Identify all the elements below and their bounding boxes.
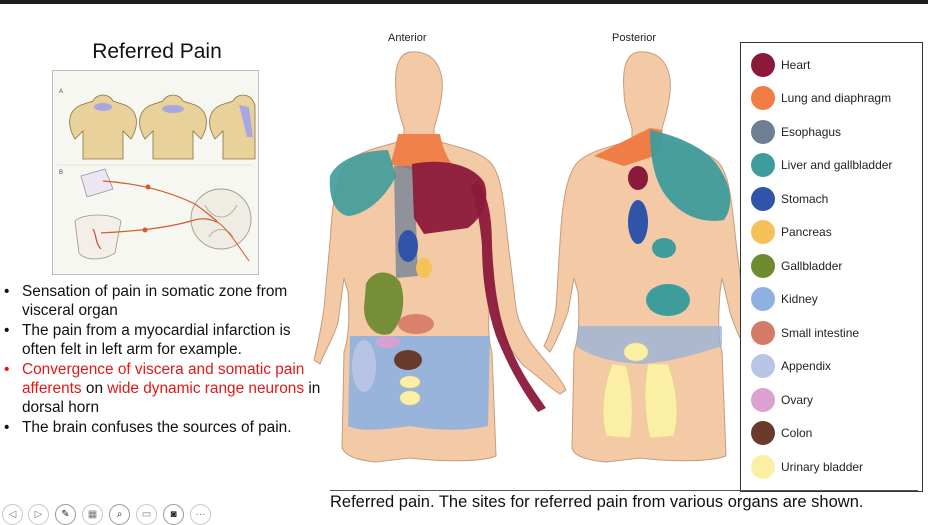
bullet-item: •Sensation of pain in somatic zone from … — [4, 283, 288, 319]
legend-item-colon: Colon — [751, 421, 921, 447]
legend-item-esophagus: Esophagus — [751, 120, 921, 146]
posterior-body — [543, 51, 742, 463]
organ-legend: Heart Lung and diaphragm Esophagus Liver… — [740, 42, 923, 492]
legend-swatch — [751, 455, 775, 479]
window-top-bar — [0, 0, 928, 4]
subtitles-button[interactable]: ▭ — [136, 504, 157, 525]
legend-swatch — [751, 153, 775, 177]
bullet-item: •The brain confuses the sources of pain. — [4, 419, 292, 436]
anterior-body — [313, 51, 567, 463]
legend-item-urinary-bladder: Urinary bladder — [751, 455, 921, 481]
bullet-text-red: wide dynamic range neurons — [107, 380, 305, 397]
bullet-list: •Sensation of pain in somatic zone from … — [4, 282, 322, 438]
legend-item-small-intestine: Small intestine — [751, 321, 921, 347]
inset-illustration: A B — [52, 70, 259, 275]
pen-icon: ✎ — [61, 509, 70, 520]
legend-item-ovary: Ovary — [751, 388, 921, 414]
legend-swatch — [751, 354, 775, 378]
zoom-button[interactable]: ⌕ — [109, 504, 130, 525]
bullet-item: •The pain from a myocardial infarction i… — [4, 322, 291, 358]
bullet-text: in dorsal horn — [22, 380, 321, 416]
inset-pain-zone-3 — [239, 105, 253, 137]
legend-swatch — [751, 53, 775, 77]
prev-icon: ◁ — [8, 509, 17, 520]
next-slide-button[interactable]: ▷ — [28, 504, 49, 525]
legend-swatch — [751, 86, 775, 110]
figure-caption: Referred pain. The sites for referred pa… — [330, 493, 864, 511]
bullet-text: The brain confuses the sources of pain. — [22, 419, 292, 436]
next-icon: ▷ — [34, 509, 43, 520]
presentation-slide: Referred Pain A B — [0, 4, 928, 525]
legend-item-pancreas: Pancreas — [751, 220, 921, 246]
inset-drawing: A B — [57, 89, 256, 262]
legend-swatch — [751, 120, 775, 144]
legend-item-gallbladder: Gallbladder — [751, 254, 921, 280]
legend-swatch — [751, 321, 775, 345]
legend-swatch — [751, 388, 775, 412]
legend-item-heart: Heart — [751, 53, 921, 79]
prev-slide-button[interactable]: ◁ — [2, 504, 23, 525]
camera-button[interactable]: ◙ — [163, 504, 184, 525]
camera-icon: ◙ — [170, 509, 177, 520]
slides-icon: ▦ — [87, 509, 98, 520]
bullet-text-red: Convergence of viscera and somatic pain … — [22, 361, 305, 397]
more-icon: ··· — [195, 509, 206, 520]
referred-pain-figure: Anterior Posterior — [312, 32, 928, 492]
legend-swatch — [751, 220, 775, 244]
body-diagram — [313, 51, 742, 463]
inset-label-a: A — [59, 89, 63, 95]
legend-item-liver: Liver and gallbladder — [751, 153, 921, 179]
bullet-text: on — [81, 380, 108, 397]
zoom-icon: ⌕ — [116, 509, 123, 520]
legend-item-appendix: Appendix — [751, 354, 921, 380]
bullet-item: •Convergence of viscera and somatic pain… — [4, 361, 321, 416]
inset-pain-zone-2 — [162, 105, 184, 113]
see-all-slides-button[interactable]: ▦ — [82, 504, 103, 525]
pen-button[interactable]: ✎ — [55, 504, 76, 525]
inset-pain-zone-1 — [94, 103, 112, 111]
legend-item-stomach: Stomach — [751, 187, 921, 213]
slideshow-controls: ◁ ▷ ✎ ▦ ⌕ ▭ ◙ ··· — [0, 504, 220, 525]
subtitles-icon: ▭ — [141, 509, 152, 520]
more-options-button[interactable]: ··· — [190, 504, 211, 525]
legend-item-lung: Lung and diaphragm — [751, 86, 921, 112]
anterior-label: Anterior — [388, 32, 427, 44]
bullet-text: The pain from a myocardial infarction is… — [22, 322, 291, 358]
legend-item-kidney: Kidney — [751, 287, 921, 313]
inset-label-b: B — [59, 170, 63, 176]
bullet-text: Sensation of pain in somatic zone from v… — [22, 283, 288, 319]
posterior-label: Posterior — [612, 32, 657, 44]
legend-swatch — [751, 287, 775, 311]
caption-divider — [330, 490, 918, 491]
legend-swatch — [751, 187, 775, 211]
legend-swatch — [751, 254, 775, 278]
slide-title: Referred Pain — [92, 40, 222, 63]
legend-swatch — [751, 421, 775, 445]
